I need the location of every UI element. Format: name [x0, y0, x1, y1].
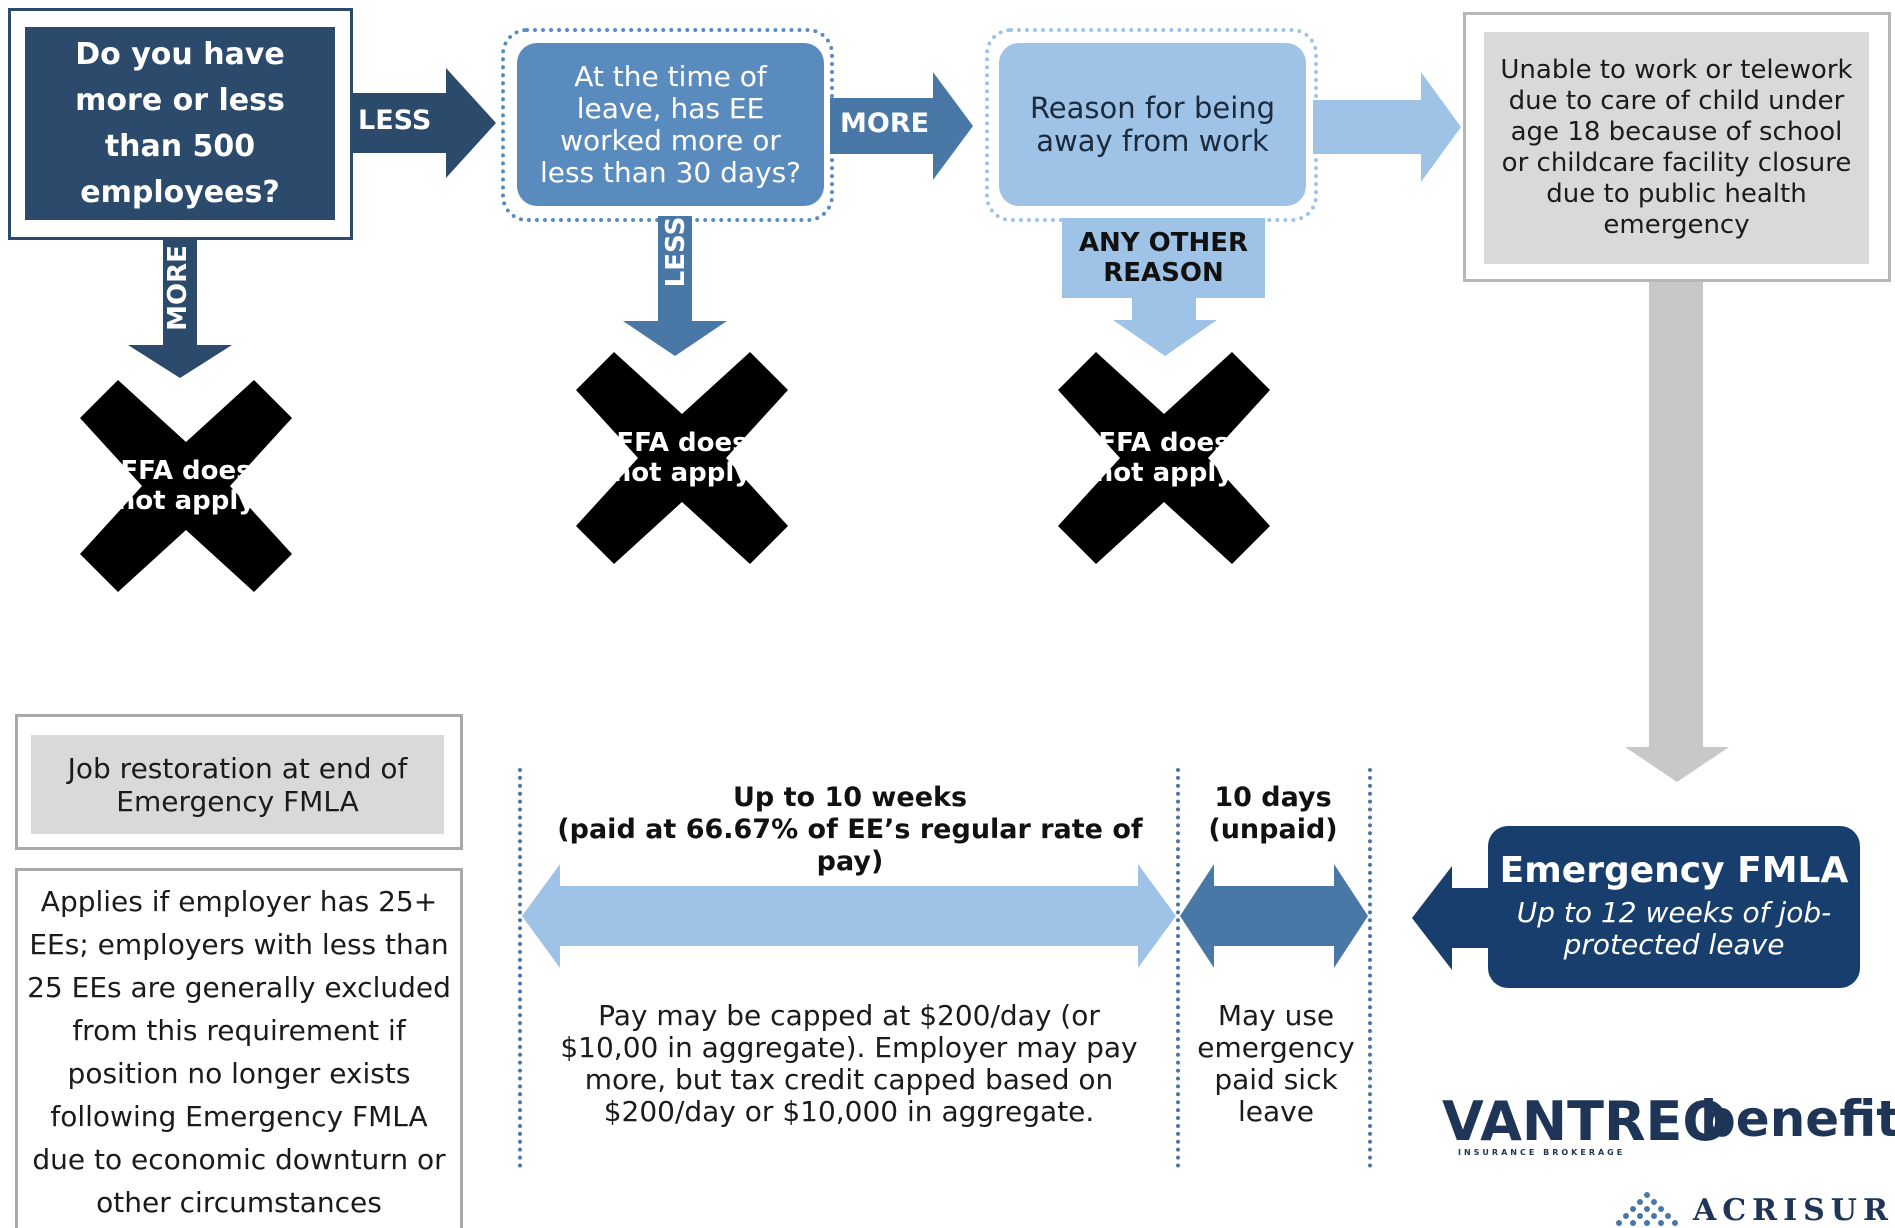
any-other-reason-block: ANY OTHER REASON	[1062, 218, 1265, 298]
arrow-label-more-2: MORE	[840, 108, 930, 139]
arrow-any-reason-down	[1113, 298, 1217, 356]
qualifying-reason-text: Unable to work or telework due to care o…	[1500, 55, 1853, 240]
arrow-more-right	[830, 72, 973, 180]
ffa-outcome-2: FFA does not apply	[612, 428, 752, 488]
arrow-more-down	[128, 240, 232, 378]
decision-1-box: Do you have more or less than 500 employ…	[25, 27, 335, 220]
decision-2-question: At the time of leave, has EE worked more…	[539, 59, 802, 189]
job-restoration-title: Job restoration at end of Emergency FMLA	[67, 751, 408, 818]
arrow-fmla-left	[1412, 866, 1490, 970]
unpaid-period-note: May use emergency paid sick leave	[1197, 999, 1355, 1128]
ffa-outcome-3: FFA does not apply	[1094, 428, 1234, 488]
decision-2-box: At the time of leave, has EE worked more…	[517, 43, 824, 206]
arrow-label-more: MORE	[163, 245, 193, 331]
arrow-less-down	[623, 216, 727, 356]
arrow-qualifying-down	[1625, 282, 1729, 782]
qualifying-reason-box: Unable to work or telework due to care o…	[1484, 32, 1869, 264]
arrow-label-less-2: LESS	[661, 216, 691, 288]
decision-3-box: Reason for being away from work	[999, 43, 1306, 206]
decision-1-question: Do you have more or less than 500 employ…	[75, 36, 285, 210]
acrisure-logo: ACRISURE	[1693, 1193, 1895, 1228]
paid-period-title: Up to 10 weeks (paid at 66.67% of EE’s r…	[557, 782, 1143, 877]
timeline-divider-end	[1368, 768, 1372, 1168]
arrow-reason-right	[1313, 72, 1461, 182]
arrow-less-right	[353, 68, 496, 178]
job-restoration-box: Job restoration at end of Emergency FMLA	[31, 735, 444, 834]
job-restoration-note-frame	[15, 868, 463, 1228]
benefits-logo: benefits	[1700, 1090, 1895, 1148]
arrow-label-less: LESS	[358, 105, 432, 136]
decision-3-question: Reason for being away from work	[1029, 90, 1276, 158]
ffa-x-shape-1	[80, 380, 292, 592]
acrisure-mark-icon	[1616, 1192, 1678, 1226]
ffa-x-shape-2	[576, 352, 788, 564]
timeline-divider-mid	[1176, 768, 1180, 1168]
any-other-reason-label: ANY OTHER REASON	[1078, 228, 1249, 288]
emergency-fmla-subtitle: Up to 12 weeks of job-protected leave	[1516, 896, 1832, 961]
vantreo-logo-subtitle: INSURANCE BROKERAGE	[1458, 1148, 1626, 1157]
vantreo-logo: VANTREO	[1442, 1090, 1729, 1153]
paid-period-double-arrow	[522, 864, 1176, 968]
unpaid-period-title: 10 days (unpaid)	[1208, 782, 1338, 845]
ffa-x-shape-3	[1058, 352, 1270, 564]
timeline-divider-start	[518, 768, 522, 1168]
job-restoration-note: Applies if employer has 25+ EEs; employe…	[27, 885, 451, 1219]
emergency-fmla-title: Emergency FMLA	[1499, 850, 1849, 891]
paid-period-note: Pay may be capped at $200/day (or $10,00…	[560, 999, 1138, 1128]
ffa-outcome-1: FFA does not apply	[116, 456, 256, 516]
emergency-fmla-box	[1488, 826, 1860, 988]
job-restoration-frame	[15, 714, 463, 850]
unpaid-period-double-arrow	[1180, 864, 1368, 968]
